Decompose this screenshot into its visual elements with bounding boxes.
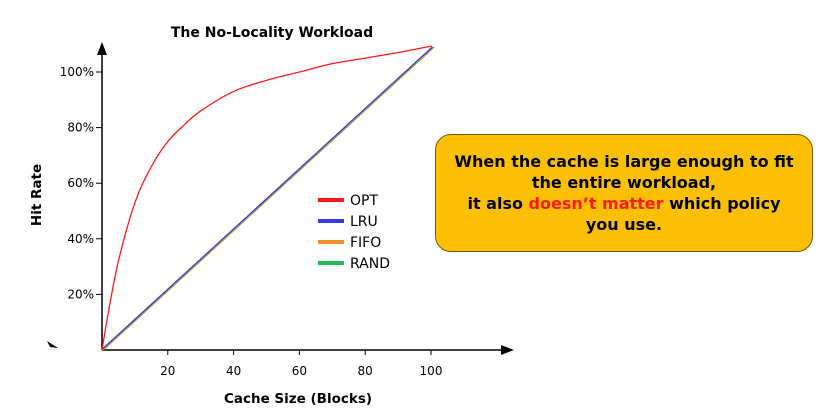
legend-label-lru: LRU	[350, 214, 378, 230]
callout-box: When the cache is large enough to fit th…	[435, 134, 813, 252]
y-ticks: 20% 40% 60% 80% 100%	[60, 65, 102, 301]
y-tick-label: 20%	[67, 287, 94, 301]
callout-line-1: When the cache is large enough to fit	[454, 152, 794, 171]
x-tick-label: 40	[226, 364, 241, 378]
callout-highlight: doesn’t matter	[528, 194, 664, 213]
legend-label-opt: OPT	[350, 193, 378, 209]
legend-label-rand: RAND	[350, 256, 390, 272]
legend-label-fifo: FIFO	[350, 235, 381, 251]
y-axis-label: Hit Rate	[29, 164, 45, 226]
origin-arrow-mark	[47, 341, 58, 348]
x-axis-arrow	[501, 345, 514, 355]
x-axis-label: Cache Size (Blocks)	[224, 391, 372, 407]
y-tick-label: 60%	[67, 176, 94, 190]
y-tick-label: 100%	[60, 65, 94, 79]
y-tick-label: 40%	[67, 232, 94, 246]
series-line-opt	[101, 45, 433, 351]
y-axis-arrow	[97, 42, 107, 55]
callout-line-2: the entire workload,	[531, 173, 717, 192]
series-line-lru	[100, 46, 433, 351]
x-tick-label: 80	[358, 364, 373, 378]
x-tick-label: 20	[160, 364, 175, 378]
callout-line-3-pre: it also	[467, 194, 529, 213]
series-lines	[100, 45, 435, 351]
legend: OPT LRU FIFO RAND	[318, 193, 390, 272]
series-line-fifo	[102, 46, 435, 351]
callout-line-3: it also doesn’t matter which policy	[467, 193, 780, 214]
x-ticks: 20 40 60 80 100	[160, 350, 442, 378]
x-tick-label: 100	[420, 364, 443, 378]
callout-line-4: you use.	[585, 215, 663, 234]
callout-line-3-post: which policy	[663, 194, 781, 213]
y-tick-label: 80%	[67, 121, 94, 135]
chart-title: The No-Locality Workload	[171, 25, 373, 41]
x-tick-label: 60	[292, 364, 307, 378]
